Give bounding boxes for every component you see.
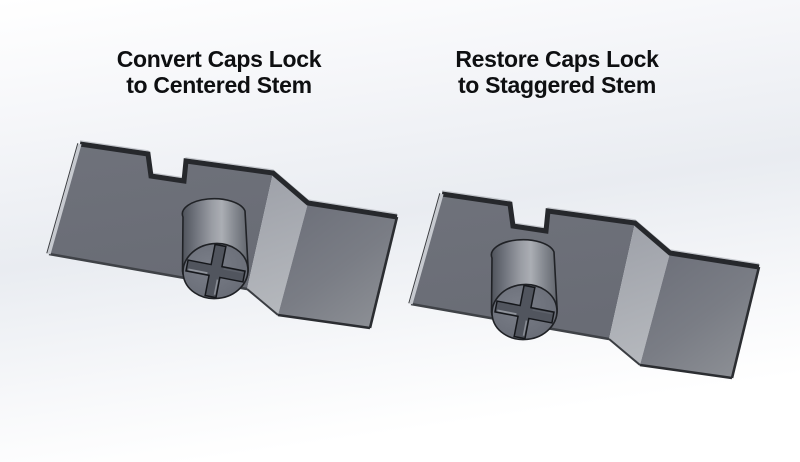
caption-line-1: Convert Caps Lock (116, 46, 322, 72)
caption-centered-stem: Convert Caps Lock to Centered Stem (98, 46, 340, 98)
caption-line-1: Restore Caps Lock (455, 46, 659, 72)
cross-stem (179, 197, 252, 303)
caption-line-2: to Staggered Stem (457, 72, 657, 98)
cross-stem (488, 238, 561, 344)
caption-staggered-stem: Restore Caps Lock to Staggered Stem (436, 46, 678, 98)
caption-line-2: to Centered Stem (126, 72, 312, 98)
